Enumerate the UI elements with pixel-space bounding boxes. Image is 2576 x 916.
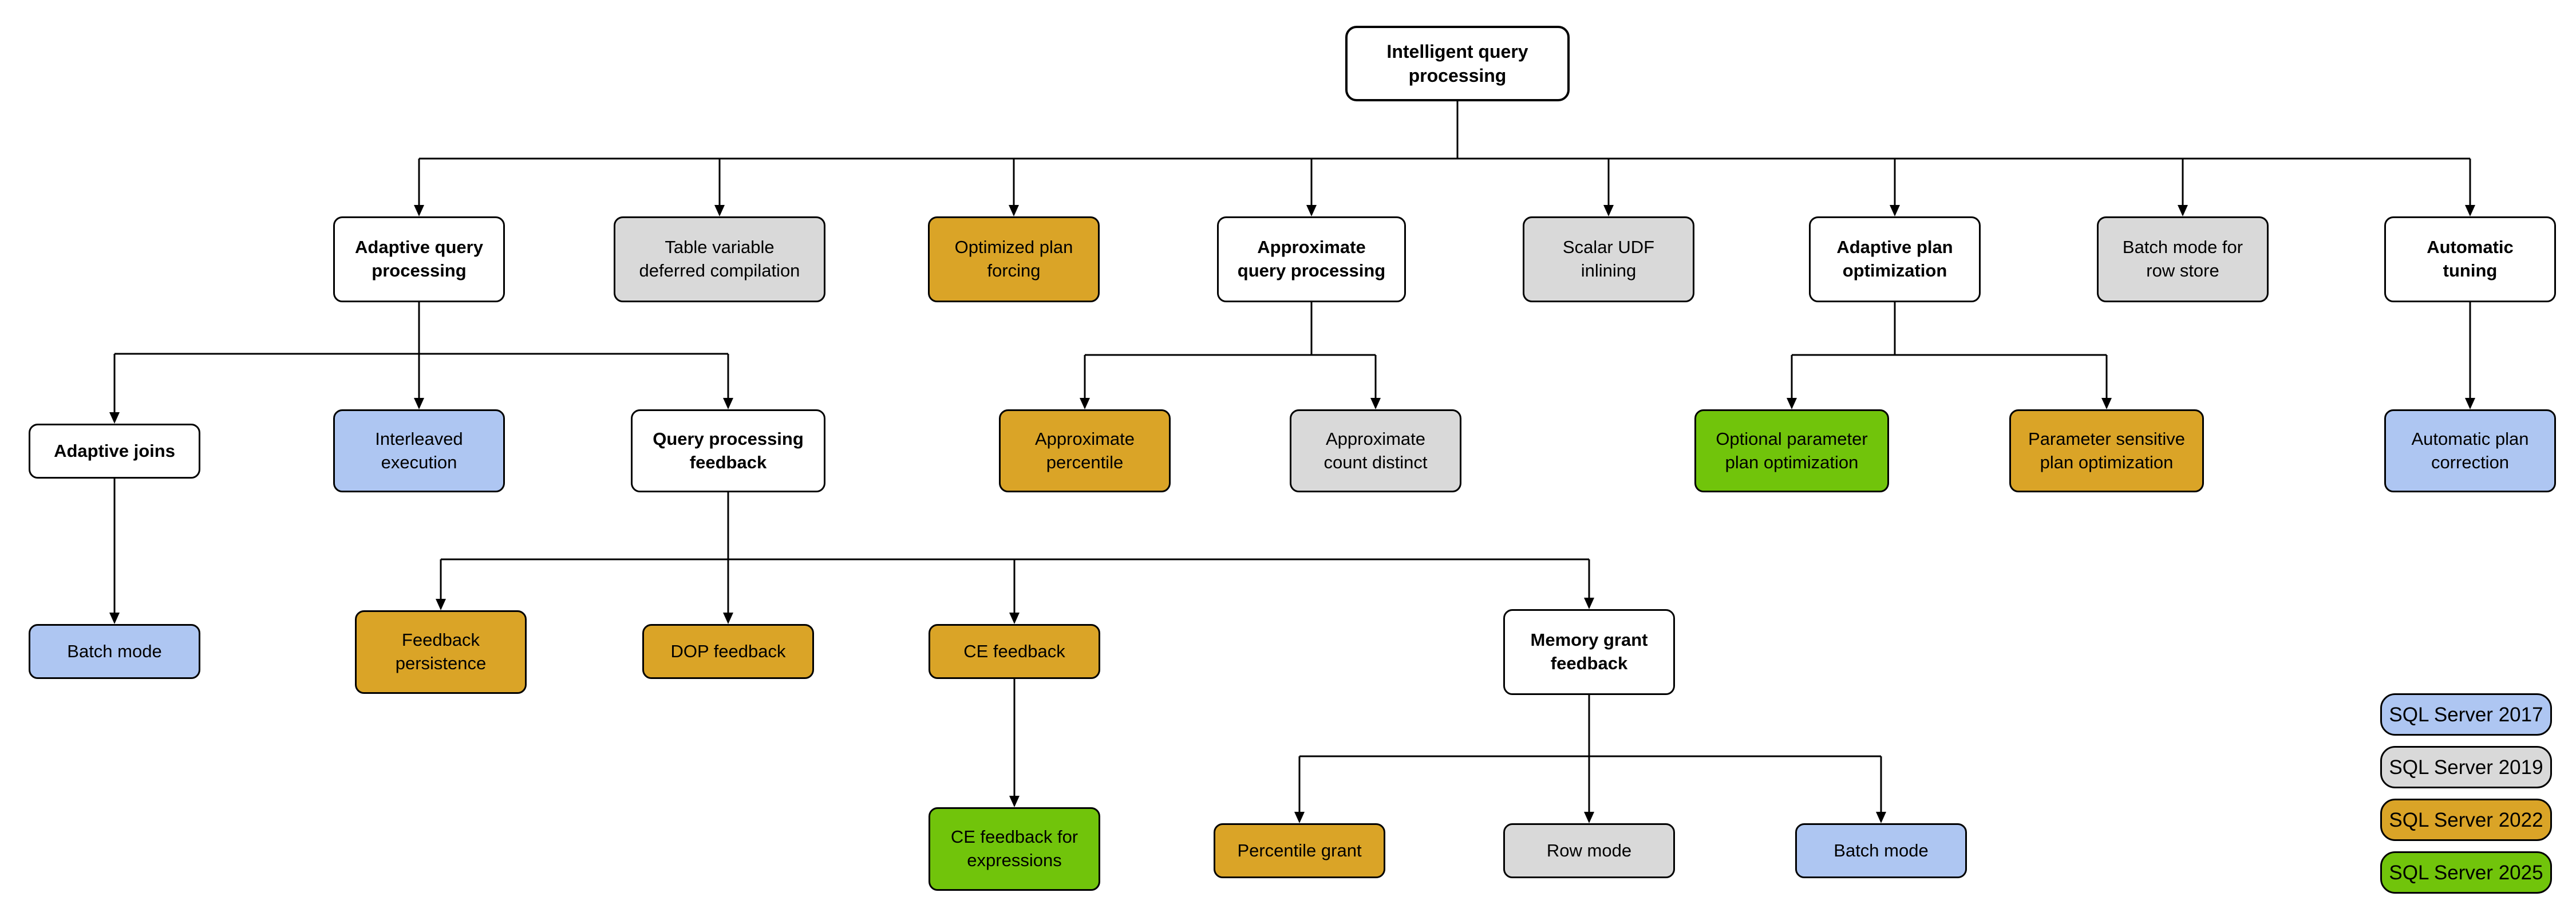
- connector-lines: [113, 101, 2471, 812]
- node-label: Adaptive query processing: [355, 237, 483, 281]
- node-adaptive-joins: Adaptive joins: [29, 424, 200, 479]
- node-percentile-grant: Percentile grant: [1214, 823, 1385, 878]
- legend-item-sql-server-2025: SQL Server 2025: [2380, 851, 2552, 894]
- node-row-mode: Row mode: [1503, 823, 1675, 878]
- node-label: Feedback persistence: [395, 630, 487, 673]
- node-label: DOP feedback: [670, 641, 786, 661]
- node-label: Adaptive joins: [54, 440, 175, 461]
- node-automatic-plan-correction: Automatic plan correction: [2384, 409, 2556, 492]
- node-label: Automatic plan correction: [2411, 428, 2529, 472]
- node-label: Automatic tuning: [2427, 237, 2514, 281]
- legend-label: SQL Server 2025: [2389, 861, 2543, 884]
- node-intelligent-query-processing: Intelligent query processing: [1345, 26, 1570, 101]
- node-approximate-count-distinct: Approximate count distinct: [1290, 409, 1461, 492]
- node-batch-mode-for-row-store: Batch mode for row store: [2097, 216, 2269, 302]
- node-automatic-tuning: Automatic tuning: [2384, 216, 2556, 302]
- node-approximate-percentile: Approximate percentile: [999, 409, 1171, 492]
- node-adaptive-plan-optimization: Adaptive plan optimization: [1809, 216, 1981, 302]
- legend-label: SQL Server 2022: [2389, 808, 2543, 831]
- node-label: Batch mode: [1834, 840, 1929, 860]
- legend-label: SQL Server 2017: [2389, 703, 2543, 726]
- node-label: CE feedback for expressions: [950, 827, 1078, 870]
- node-label: Query processing feedback: [653, 428, 804, 472]
- node-dop-feedback: DOP feedback: [642, 624, 814, 679]
- legend-label: SQL Server 2019: [2389, 756, 2543, 779]
- node-label: Optimized plan forcing: [954, 237, 1073, 281]
- node-label: CE feedback: [963, 641, 1065, 661]
- node-label: Memory grant feedback: [1530, 630, 1648, 673]
- node-label: Row mode: [1546, 840, 1632, 860]
- node-ce-feedback: CE feedback: [929, 624, 1100, 679]
- node-label: Batch mode for row store: [2122, 237, 2243, 281]
- node-optional-parameter-plan-optimization: Optional parameter plan optimization: [1694, 409, 1889, 492]
- node-label: Adaptive plan optimization: [1836, 237, 1953, 281]
- node-adaptive-query-processing: Adaptive query processing: [333, 216, 505, 302]
- node-label: Intelligent query processing: [1386, 41, 1528, 86]
- node-label: Table variable deferred compilation: [639, 237, 800, 281]
- node-memory-grant-feedback: Memory grant feedback: [1503, 609, 1675, 695]
- node-query-processing-feedback: Query processing feedback: [631, 409, 825, 492]
- node-label: Batch mode: [67, 641, 162, 661]
- node-label: Percentile grant: [1237, 840, 1362, 860]
- node-parameter-sensitive-plan-optimization: Parameter sensitive plan optimization: [2009, 409, 2204, 492]
- node-batch-mode-memory-grant: Batch mode: [1795, 823, 1967, 878]
- node-optimized-plan-forcing: Optimized plan forcing: [928, 216, 1100, 302]
- legend-item-sql-server-2019: SQL Server 2019: [2380, 746, 2552, 788]
- node-scalar-udf-inlining: Scalar UDF inlining: [1523, 216, 1694, 302]
- node-feedback-persistence: Feedback persistence: [355, 610, 527, 694]
- node-batch-mode-adaptive-joins: Batch mode: [29, 624, 200, 679]
- node-label: Approximate percentile: [1034, 428, 1135, 472]
- legend-item-sql-server-2017: SQL Server 2017: [2380, 693, 2552, 736]
- node-label: Approximate count distinct: [1323, 428, 1428, 472]
- legend-item-sql-server-2022: SQL Server 2022: [2380, 799, 2552, 841]
- node-label: Scalar UDF inlining: [1562, 237, 1655, 281]
- node-label: Parameter sensitive plan optimization: [2028, 428, 2185, 472]
- node-label: Interleaved execution: [375, 428, 463, 472]
- node-table-variable-deferred-compilation: Table variable deferred compilation: [614, 216, 825, 302]
- node-label: Approximate query processing: [1237, 237, 1386, 281]
- node-ce-feedback-for-expressions: CE feedback for expressions: [929, 807, 1100, 891]
- node-label: Optional parameter plan optimization: [1716, 428, 1868, 472]
- node-approximate-query-processing: Approximate query processing: [1217, 216, 1406, 302]
- node-interleaved-execution: Interleaved execution: [333, 409, 505, 492]
